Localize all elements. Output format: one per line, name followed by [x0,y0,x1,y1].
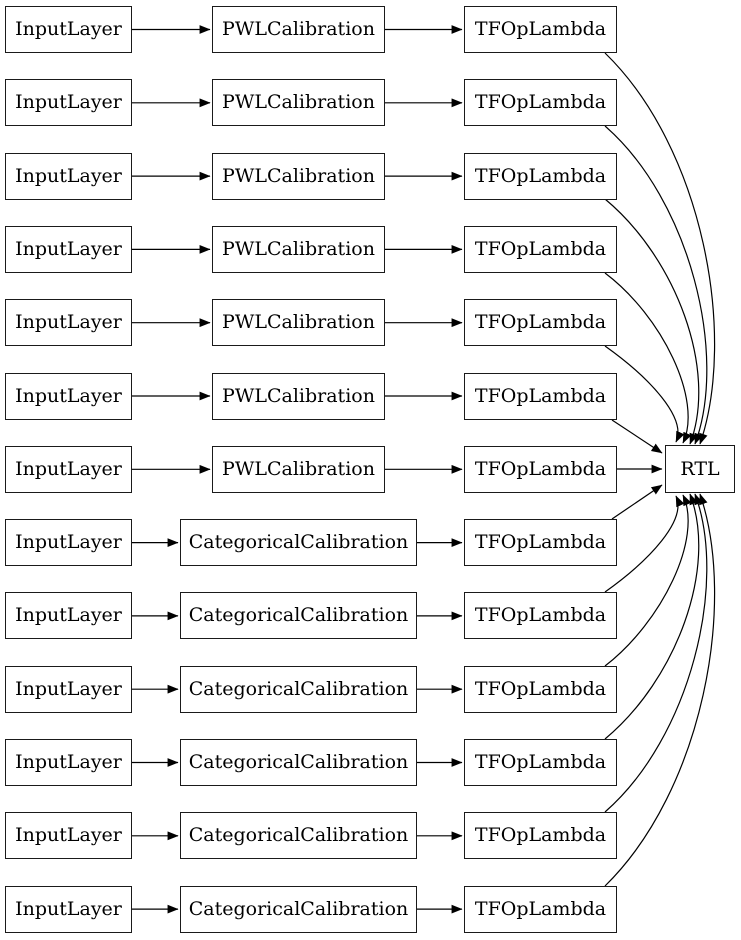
edge-lambda-to-rtl-2 [604,125,708,445]
node-input-8: InputLayer [5,519,132,567]
node-input-10: InputLayer [5,665,132,713]
node-input-4: InputLayer [5,225,132,273]
node-input-1: InputLayer [5,6,132,53]
node-lambda-8: TFOpLambda [464,519,617,567]
node-calibration-12: CategoricalCalibration [180,812,417,860]
node-calibration-4: PWLCalibration [212,225,385,273]
edge-lambda-to-rtl-6 [611,419,663,454]
node-input-6: InputLayer [5,372,132,420]
node-calibration-7: PWLCalibration [212,445,385,493]
node-lambda-9: TFOpLambda [464,592,617,640]
node-calibration-3: PWLCalibration [212,152,385,200]
node-rtl: RTL [665,445,735,493]
node-lambda-1: TFOpLambda [464,6,617,53]
node-calibration-9: CategoricalCalibration [180,592,417,640]
node-calibration-2: PWLCalibration [212,79,385,127]
node-lambda-13: TFOpLambda [464,885,617,933]
node-input-5: InputLayer [5,299,132,347]
node-lambda-12: TFOpLambda [464,812,617,860]
node-lambda-2: TFOpLambda [464,79,617,127]
node-input-12: InputLayer [5,812,132,860]
node-input-11: InputLayer [5,739,132,786]
node-calibration-11: CategoricalCalibration [180,739,417,786]
edge-lambda-to-rtl-9 [604,495,685,593]
node-lambda-6: TFOpLambda [464,372,617,420]
node-input-3: InputLayer [5,152,132,200]
edge-lambda-to-rtl-5 [604,345,685,443]
edge-lambda-to-rtl-11 [604,493,700,740]
node-lambda-7: TFOpLambda [464,445,617,493]
node-lambda-11: TFOpLambda [464,739,617,786]
node-calibration-5: PWLCalibration [212,299,385,347]
edge-lambda-to-rtl-1 [604,52,716,445]
node-input-9: InputLayer [5,592,132,640]
edge-lambda-to-rtl-12 [604,493,708,813]
node-lambda-10: TFOpLambda [464,665,617,713]
node-calibration-10: CategoricalCalibration [180,665,417,713]
node-lambda-5: TFOpLambda [464,299,617,347]
node-input-2: InputLayer [5,79,132,127]
edge-lambda-to-rtl-4 [604,272,692,444]
node-calibration-13: CategoricalCalibration [180,885,417,933]
edge-lambda-to-rtl-10 [604,494,692,667]
node-calibration-1: PWLCalibration [212,6,385,53]
node-lambda-4: TFOpLambda [464,225,617,273]
node-calibration-8: CategoricalCalibration [180,519,417,567]
node-input-7: InputLayer [5,445,132,493]
node-calibration-6: PWLCalibration [212,372,385,420]
node-lambda-3: TFOpLambda [464,152,617,200]
edge-lambda-to-rtl-8 [611,484,663,520]
edge-lambda-to-rtl-3 [604,198,700,445]
edge-lambda-to-rtl-13 [604,493,716,887]
node-input-13: InputLayer [5,885,132,933]
